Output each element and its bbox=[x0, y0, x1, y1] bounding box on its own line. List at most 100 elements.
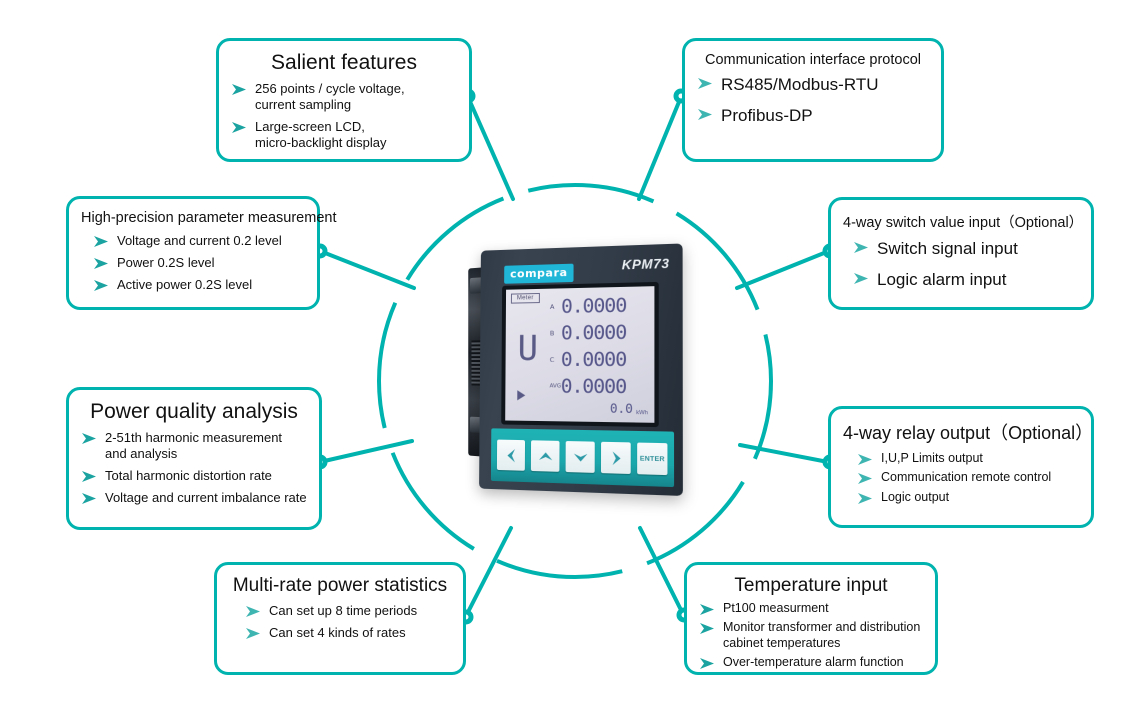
lcd-value: 0.0000 bbox=[560, 347, 627, 371]
lcd-measurement-rows: A 0.0000 B 0.0000 C 0.0000 AVG 0.0000 bbox=[550, 291, 659, 400]
lcd-quantity-symbol: U bbox=[517, 328, 539, 369]
feature-list-precision: Voltage and current 0.2 level Power 0.2S… bbox=[81, 233, 305, 299]
list-item-text: 256 points / cycle voltage, current samp… bbox=[255, 81, 405, 112]
list-item-text: Total harmonic distortion rate bbox=[105, 467, 272, 483]
callout-title-high-precision-measurement: High-precision parameter measurement bbox=[81, 210, 337, 226]
list-item: Power 0.2S level bbox=[93, 255, 305, 271]
list-item: Monitor transformer and distribution cab… bbox=[699, 620, 923, 651]
lcd-phase-label: B bbox=[549, 329, 555, 338]
list-item-text: Communication remote control bbox=[881, 470, 1052, 485]
list-item: Switch signal input bbox=[853, 239, 1079, 260]
list-item-text: Active power 0.2S level bbox=[117, 276, 253, 292]
arrow-bullet-icon bbox=[93, 235, 111, 249]
list-item: Communication remote control bbox=[857, 470, 1079, 485]
callout-title-temperature-input: Temperature input bbox=[734, 575, 888, 596]
list-item-text: I,U,P Limits output bbox=[881, 451, 983, 465]
key-down[interactable] bbox=[565, 441, 595, 473]
list-item-text: Voltage and current 0.2 level bbox=[117, 233, 282, 248]
arrow-bullet-icon bbox=[699, 657, 717, 671]
list-item-text: Monitor transformer and distribution cab… bbox=[723, 620, 921, 650]
lcd-energy-unit: kWh bbox=[636, 409, 648, 417]
feature-list-power-quality: 2-51th harmonic measurement and analysis… bbox=[81, 430, 307, 511]
list-item: Profibus-DP bbox=[697, 106, 929, 127]
lcd-indicator-arrow-icon bbox=[517, 390, 526, 401]
feature-list-communication: RS485/Modbus-RTU Profibus-DP bbox=[697, 75, 929, 136]
callout-multi-rate-statistics: Multi-rate power statistics Can set up 8… bbox=[214, 562, 466, 675]
list-item: Logic output bbox=[857, 490, 1079, 505]
list-item: Can set up 8 time periods bbox=[245, 603, 451, 619]
brand-logo: compara bbox=[504, 263, 574, 284]
key-left[interactable] bbox=[496, 439, 526, 471]
lcd-mode-tag: Meter bbox=[510, 292, 540, 304]
callout-title-power-quality-analysis: Power quality analysis bbox=[90, 400, 298, 423]
arrow-bullet-icon bbox=[81, 432, 99, 446]
product-photo-power-meter: compara KPM73 Meter U A 0.0000 B 0.0000 bbox=[462, 236, 688, 526]
callout-relay-output: 4-way relay output（Optional） I,U,P Limit… bbox=[828, 406, 1094, 528]
list-item: Active power 0.2S level bbox=[93, 277, 305, 293]
spoke-relay-output bbox=[738, 443, 830, 464]
arrow-bullet-icon bbox=[231, 83, 249, 97]
key-right[interactable] bbox=[600, 441, 631, 475]
list-item: Voltage and current 0.2 level bbox=[93, 233, 305, 249]
list-item: I,U,P Limits output bbox=[857, 451, 1079, 466]
feature-list-salient: 256 points / cycle voltage, current samp… bbox=[231, 81, 457, 156]
lcd-phase-label: A bbox=[549, 302, 555, 311]
feature-list-multi-rate: Can set up 8 time periods Can set 4 kind… bbox=[229, 603, 451, 647]
arrow-bullet-icon bbox=[697, 108, 715, 122]
callout-title-multi-rate-statistics: Multi-rate power statistics bbox=[232, 575, 448, 596]
arrow-bullet-icon bbox=[81, 492, 99, 506]
list-item-text: Can set up 8 time periods bbox=[269, 603, 418, 618]
lcd-row: B 0.0000 bbox=[550, 319, 659, 347]
arrow-bullet-icon bbox=[231, 121, 249, 135]
arrow-bullet-icon bbox=[697, 77, 715, 91]
list-item: Can set 4 kinds of rates bbox=[245, 625, 451, 641]
lcd-phase-label: C bbox=[549, 355, 555, 364]
key-enter-label: ENTER bbox=[639, 454, 665, 463]
list-item-text: Large-screen LCD, micro-backlight displa… bbox=[255, 118, 387, 150]
list-item: Large-screen LCD, micro-backlight displa… bbox=[231, 119, 457, 151]
arrow-bullet-icon bbox=[853, 272, 871, 286]
spoke-salient bbox=[466, 95, 515, 201]
keypad: ENTER bbox=[490, 428, 675, 488]
lcd-energy-readout: 0.0 kWh bbox=[610, 401, 648, 416]
callout-title-switch-value-input: 4-way switch value input（Optional） bbox=[843, 215, 1084, 231]
list-item-text: Logic alarm input bbox=[877, 269, 1007, 289]
arrow-bullet-icon bbox=[857, 472, 875, 486]
list-item: 256 points / cycle voltage, current samp… bbox=[231, 81, 457, 113]
callout-title-communication-protocol: Communication interface protocol bbox=[705, 52, 921, 68]
arrow-bullet-icon bbox=[699, 622, 717, 636]
key-up[interactable] bbox=[530, 440, 560, 472]
callout-switch-value-input: 4-way switch value input（Optional） Switc… bbox=[828, 197, 1094, 310]
arrow-bullet-icon bbox=[699, 603, 717, 617]
feature-list-switch-input: Switch signal input Logic alarm input bbox=[843, 239, 1079, 300]
lcd-row: AVG 0.0000 bbox=[550, 373, 659, 401]
model-label: KPM73 bbox=[621, 256, 670, 273]
callout-power-quality-analysis: Power quality analysis 2-51th harmonic m… bbox=[66, 387, 322, 530]
arrow-bullet-icon bbox=[245, 627, 263, 641]
list-item-text: Switch signal input bbox=[877, 239, 1018, 258]
list-item-text: RS485/Modbus-RTU bbox=[721, 75, 879, 94]
lcd-value: 0.0000 bbox=[560, 374, 627, 398]
key-enter[interactable]: ENTER bbox=[637, 442, 668, 476]
feature-list-temperature: Pt100 measurment Monitor transformer and… bbox=[699, 601, 923, 674]
callout-temperature-input: Temperature input Pt100 measurment Monit… bbox=[684, 562, 938, 675]
list-item-text: Over-temperature alarm function bbox=[723, 654, 904, 669]
list-item: RS485/Modbus-RTU bbox=[697, 75, 929, 96]
arrow-bullet-icon bbox=[93, 279, 111, 293]
list-item: Pt100 measurment bbox=[699, 601, 923, 616]
arrow-bullet-icon bbox=[857, 492, 875, 506]
list-item: Total harmonic distortion rate bbox=[81, 468, 307, 484]
spoke-multi-rate bbox=[464, 526, 513, 618]
arrow-bullet-icon bbox=[853, 241, 871, 255]
callout-salient-features: Salient features 256 points / cycle volt… bbox=[216, 38, 472, 162]
arrow-bullet-icon bbox=[93, 257, 111, 271]
list-item-text: Can set 4 kinds of rates bbox=[269, 624, 406, 640]
list-item-text: 2-51th harmonic measurement and analysis bbox=[105, 430, 283, 461]
list-item-text: Logic output bbox=[881, 489, 950, 504]
list-item: Logic alarm input bbox=[853, 270, 1079, 291]
lcd-row: C 0.0000 bbox=[550, 346, 659, 373]
lcd-row: A 0.0000 bbox=[550, 291, 659, 320]
list-item-text: Voltage and current imbalance rate bbox=[105, 489, 307, 505]
lcd-phase-label: AVG bbox=[549, 383, 562, 390]
